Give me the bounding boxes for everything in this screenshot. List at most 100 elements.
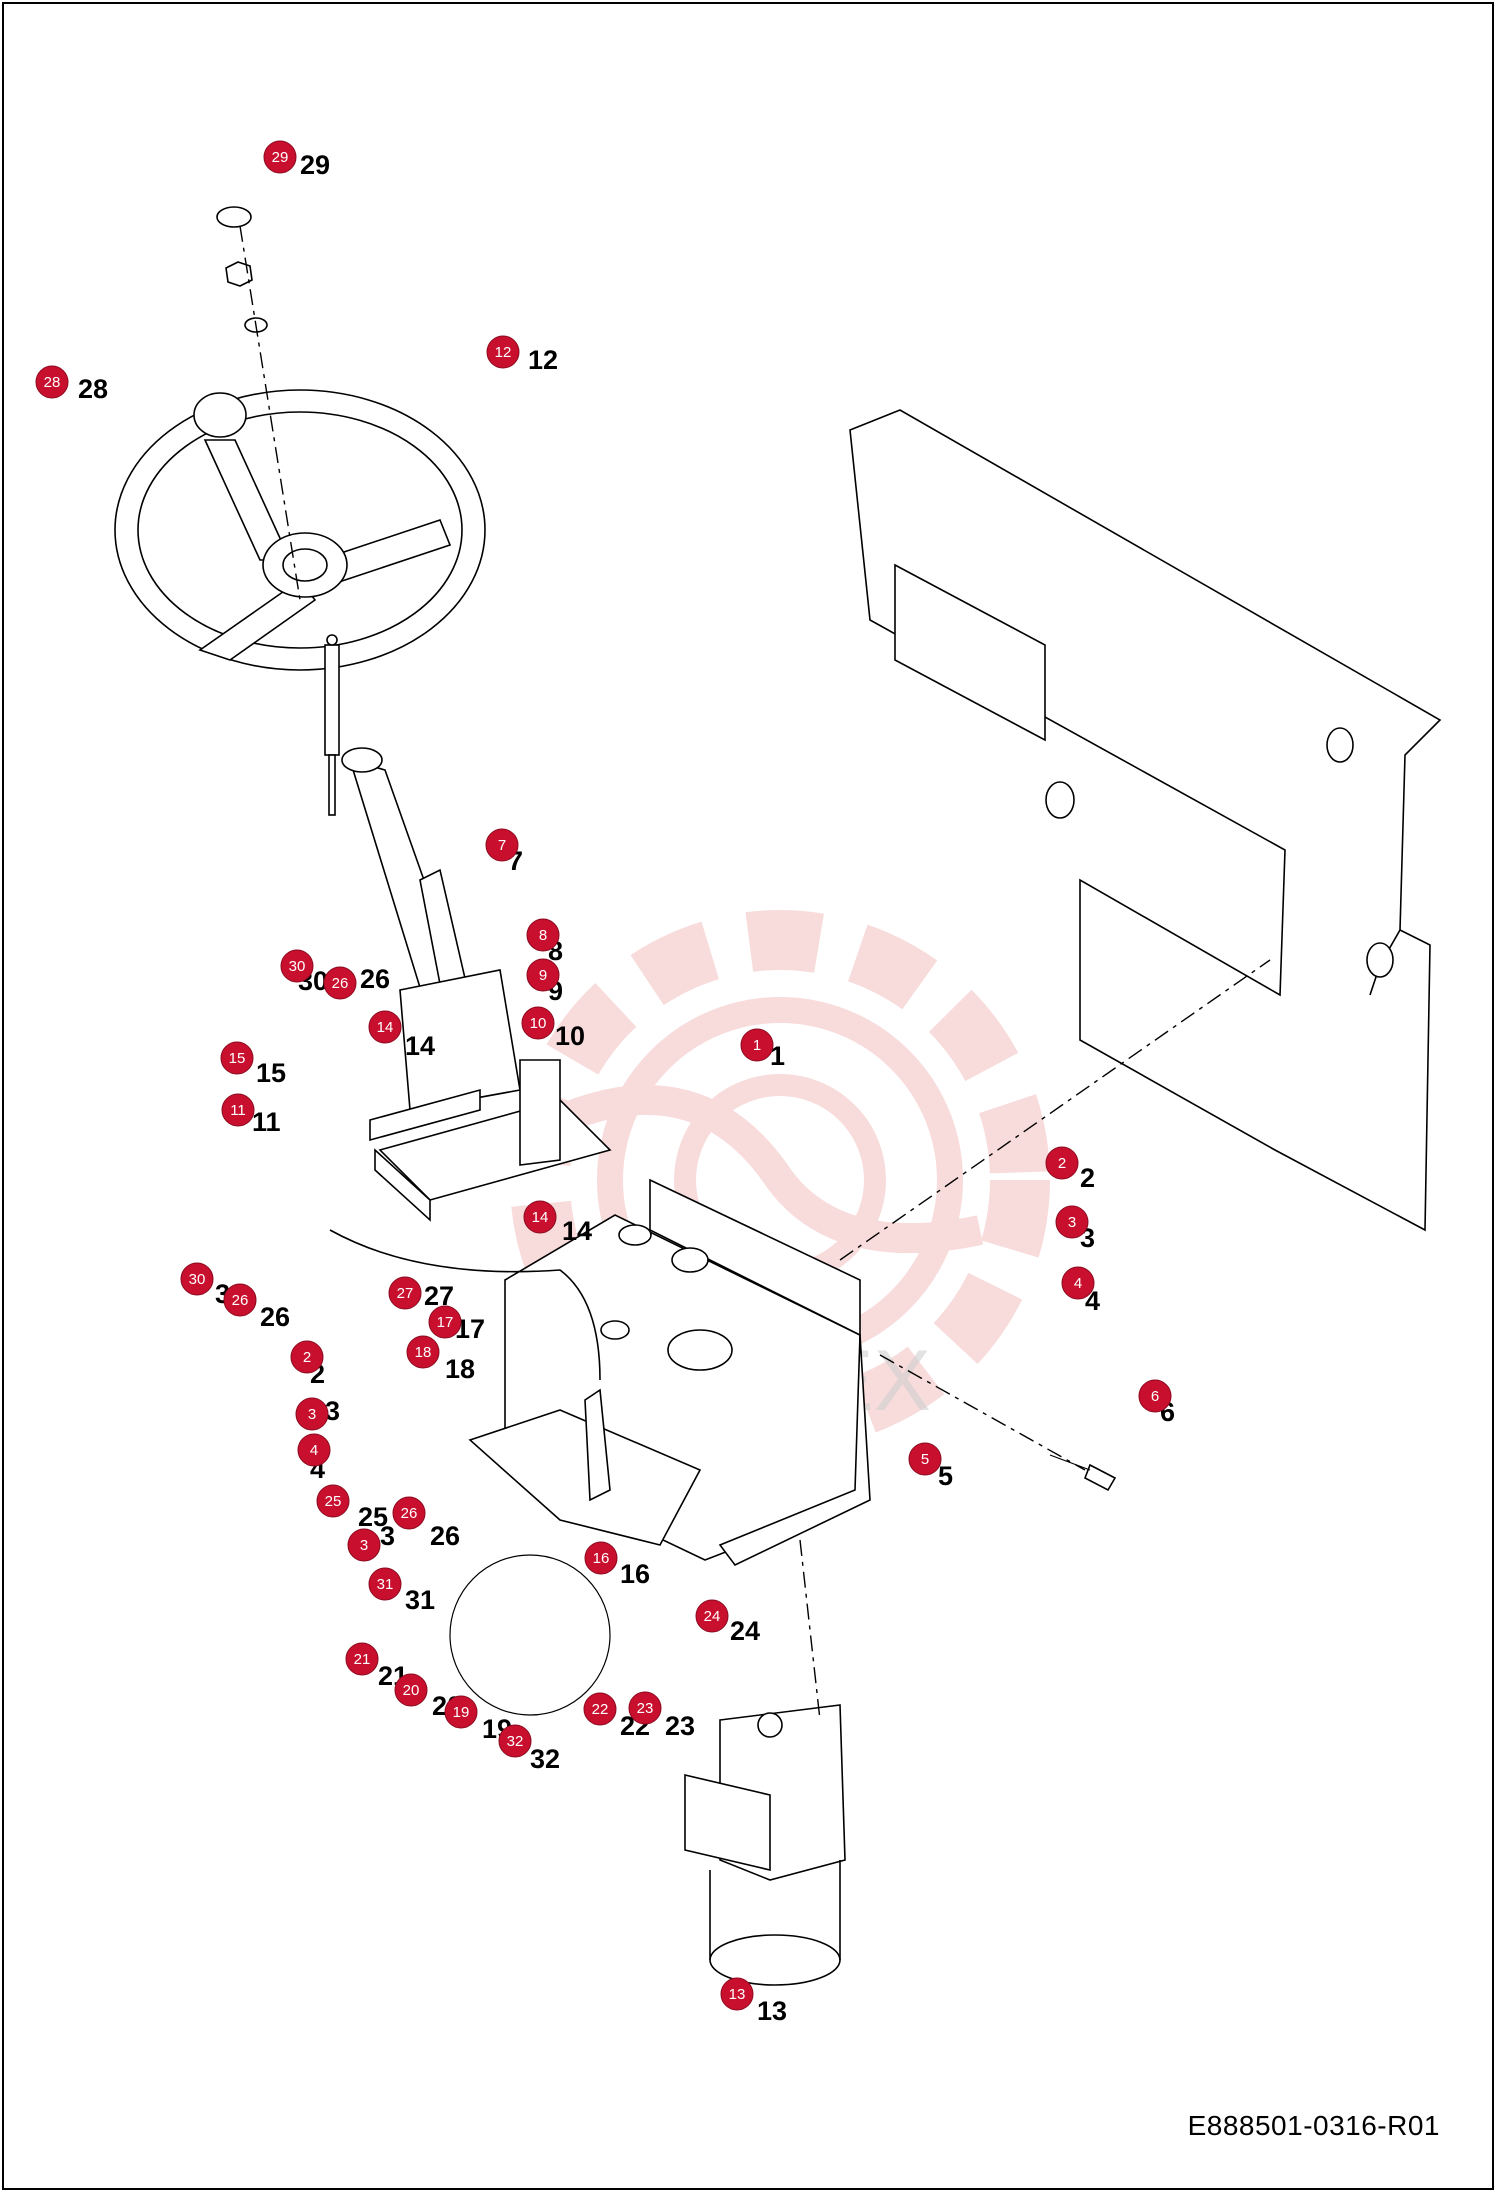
callout-badge-label: 17	[437, 1314, 454, 1331]
callout-badge: 9	[526, 958, 560, 992]
callout-badge-label: 7	[498, 837, 506, 854]
callout-number: 14	[562, 1216, 592, 1246]
callout-badge: 27	[388, 1276, 422, 1310]
callout-badge: 6	[1138, 1379, 1172, 1413]
callout-badge-label: 32	[507, 1733, 524, 1750]
callout-badge: 3	[295, 1397, 329, 1431]
callout-number: 32	[530, 1744, 560, 1774]
throttle-cable	[329, 1229, 601, 1381]
callout-badge-label: 13	[729, 1986, 746, 2003]
main-bracket	[468, 1178, 871, 1567]
callout-badge: 11	[221, 1093, 255, 1127]
callout-badge: 22	[583, 1692, 617, 1726]
callout-badge: 26	[323, 966, 357, 1000]
callout-number: 18	[445, 1354, 475, 1384]
callout-badge: 4	[1061, 1266, 1095, 1300]
callout-number: 26	[430, 1521, 460, 1551]
callout-badge: 13	[720, 1977, 754, 2011]
callout-badge: 12	[486, 335, 520, 369]
callout-badge-label: 26	[401, 1505, 418, 1522]
callout-badge-label: 18	[415, 1344, 432, 1361]
callout-badge-label: 25	[325, 1493, 342, 1510]
callout-badge-label: 26	[332, 975, 349, 992]
callout-number: 10	[555, 1021, 585, 1051]
callout-badge-label: 9	[539, 967, 547, 984]
callout-c31: 31 31	[368, 1567, 435, 1615]
callout-badge-label: 23	[637, 1700, 654, 1717]
callout-badge: 24	[695, 1599, 729, 1633]
callout-badge-label: 14	[532, 1209, 549, 1226]
callout-c28: 28 28	[35, 365, 108, 404]
callout-c3b: 33	[295, 1396, 340, 1431]
gas-spring	[324, 634, 340, 816]
callout-c14b: 14 14	[523, 1200, 592, 1246]
callout-number: 15	[256, 1058, 286, 1088]
callout-badge-label: 14	[377, 1019, 394, 1036]
callout-number: 28	[78, 374, 108, 404]
callout-badge-label: 28	[44, 374, 61, 391]
callout-c13: 13 13	[720, 1977, 787, 2026]
callout-badge-label: 12	[495, 344, 512, 361]
callout-number: 24	[730, 1616, 760, 1646]
callout-c5: 55	[908, 1442, 953, 1491]
callout-c2b: 22	[290, 1340, 325, 1389]
callout-badge-label: 11	[230, 1102, 246, 1119]
callout-badge: 2	[1045, 1146, 1079, 1180]
document-code: E888501-0316-R01	[1187, 2110, 1440, 2141]
callout-c8: 88	[526, 918, 563, 966]
callout-c26c: 26 26	[392, 1496, 460, 1551]
callout-badge-label: 30	[289, 958, 306, 975]
callout-badge: 3	[347, 1528, 381, 1562]
callout-badge-label: 3	[308, 1406, 316, 1423]
callout-badge-label: 6	[1151, 1388, 1159, 1405]
callout-badge: 23	[628, 1691, 662, 1725]
callout-badge-label: 3	[360, 1537, 368, 1554]
callout-number: 13	[757, 1996, 787, 2026]
callout-badge: 19	[444, 1695, 478, 1729]
callout-badge-label: 8	[539, 927, 547, 944]
callout-badge: 18	[406, 1335, 440, 1369]
detail-circle	[449, 1554, 611, 1716]
steering-wheel	[114, 389, 486, 671]
callout-number: 29	[300, 150, 330, 180]
callout-badge-label: 31	[377, 1576, 394, 1593]
callout-c9: 99	[526, 958, 563, 1006]
callout-badge-label: 20	[403, 1682, 420, 1699]
callout-number: 27	[424, 1281, 454, 1311]
callout-number: 31	[405, 1585, 435, 1615]
callout-badge: 26	[223, 1283, 257, 1317]
callout-number: 3	[380, 1521, 395, 1551]
callout-badge-label: 15	[229, 1050, 246, 1067]
callout-badge: 21	[345, 1642, 379, 1676]
callout-badge: 15	[220, 1041, 254, 1075]
callout-c7: 77	[485, 828, 523, 876]
callout-badge: 30	[280, 949, 314, 983]
callout-badge-label: 22	[592, 1701, 609, 1718]
callout-number: 11	[252, 1107, 281, 1137]
hub-cap	[216, 206, 301, 601]
callout-number: 2	[1080, 1163, 1095, 1193]
callout-badge: 5	[908, 1442, 942, 1476]
callout-c3a: 33	[1055, 1205, 1095, 1253]
callout-c1: 11	[740, 1028, 785, 1071]
callout-c2a: 22	[1045, 1146, 1095, 1193]
bolt-6	[1049, 1454, 1117, 1492]
callout-badge: 7	[485, 828, 519, 862]
callout-number: 5	[938, 1461, 953, 1491]
callout-badge: 29	[263, 140, 297, 174]
callout-number: 26	[260, 1302, 290, 1332]
callout-badge: 17	[428, 1305, 462, 1339]
callout-badge-label: 10	[530, 1015, 547, 1032]
callout-badge-label: 21	[354, 1651, 371, 1668]
callout-badge-label: 16	[593, 1550, 610, 1567]
